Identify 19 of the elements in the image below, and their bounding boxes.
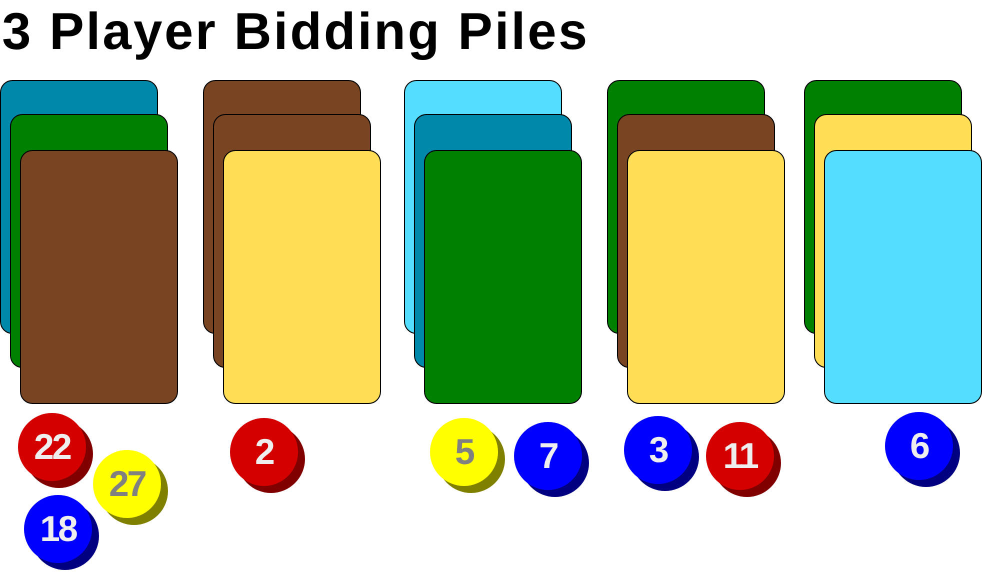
token-number: 3 xyxy=(648,430,669,470)
bidding-token xyxy=(884,411,962,489)
bidding-token xyxy=(705,421,783,499)
token-number: 5 xyxy=(454,432,475,472)
bidding-token xyxy=(229,417,307,495)
bidding-token xyxy=(17,412,95,490)
bidding-token xyxy=(23,494,101,572)
token-number: 7 xyxy=(538,436,558,476)
token-number: 6 xyxy=(908,426,930,466)
bidding-token xyxy=(92,449,170,527)
token-number: 22 xyxy=(32,427,72,467)
token-number: 11 xyxy=(722,436,759,476)
token-number: 18 xyxy=(38,509,78,549)
token-number: 2 xyxy=(254,432,275,472)
token-number: 27 xyxy=(108,464,146,504)
bidding-token xyxy=(513,421,591,499)
bidding-token xyxy=(623,415,701,493)
bidding-token xyxy=(429,417,507,495)
title: 3 Player Bidding Piles xyxy=(2,2,590,62)
